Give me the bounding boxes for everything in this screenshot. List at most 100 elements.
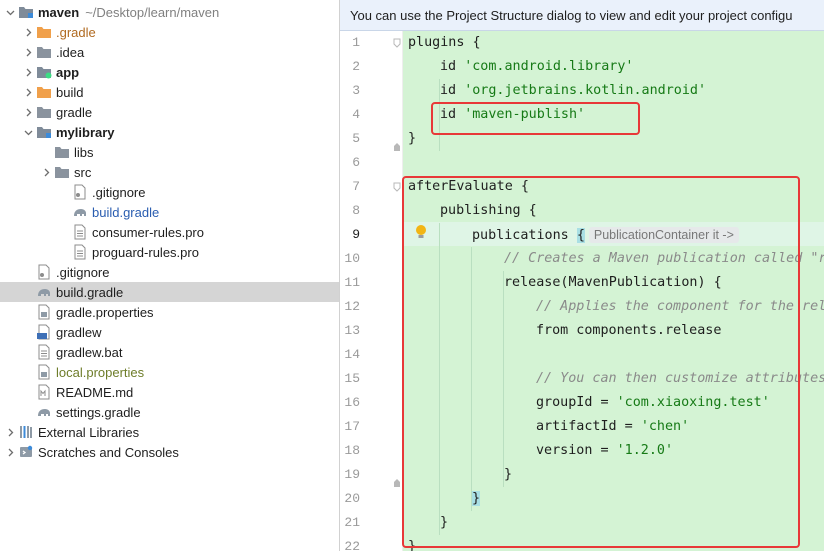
code-line-8: publishing { [440, 203, 537, 218]
tree-item-app[interactable]: app [0, 62, 339, 82]
text-file-icon [72, 244, 88, 260]
tree-item-idea[interactable]: .idea [0, 42, 339, 62]
code-line-7: afterEvaluate { [408, 179, 529, 194]
line-number: 21 [344, 515, 360, 530]
tree-root-label: maven [38, 4, 80, 20]
code-line-15: // You can then customize attributes [536, 371, 824, 386]
gradle-elephant-icon [36, 404, 52, 420]
tree-item-label: gradle [56, 104, 93, 120]
tree-item-label: app [56, 64, 80, 80]
line-number: 14 [344, 347, 360, 362]
chevron-right-icon[interactable] [4, 422, 16, 442]
tree-item-scratches[interactable]: Scratches and Consoles [0, 442, 339, 462]
tree-item-label: .idea [56, 44, 85, 60]
code-line-10: // Creates a Maven publication called "r [504, 251, 824, 266]
code-editor[interactable]: You can use the Project Structure dialog… [340, 0, 824, 551]
gradle-elephant-icon [72, 204, 88, 220]
tree-item-gradle-folder[interactable]: gradle [0, 102, 339, 122]
code-area[interactable] [403, 31, 824, 551]
tree-item-label: proguard-rules.pro [92, 244, 199, 260]
tree-item-build-folder[interactable]: build [0, 82, 339, 102]
banner-text: You can use the Project Structure dialog… [350, 7, 793, 23]
tree-item-label: .gitignore [56, 264, 110, 280]
line-number: 12 [344, 299, 360, 314]
chevron-right-icon[interactable] [40, 162, 52, 182]
code-line-3: id 'org.jetbrains.kotlin.android' [440, 83, 707, 98]
tree-item-mylibrary-build-gradle[interactable]: build.gradle [0, 202, 339, 222]
tree-item-gradle-properties[interactable]: gradle.properties [0, 302, 339, 322]
code-line-13: from components.release [536, 323, 722, 338]
code-line-19: } [504, 467, 513, 482]
editor-gutter[interactable]: 1 2 3 4 5 6 7 8 9 10 11 12 13 14 15 16 1… [340, 31, 394, 551]
panel-divider[interactable] [339, 0, 340, 551]
tree-item-proguard-rules[interactable]: proguard-rules.pro [0, 242, 339, 262]
line-number: 8 [352, 203, 360, 218]
tree-item-src[interactable]: src [0, 162, 339, 182]
line-number: 2 [352, 59, 360, 74]
code-line-20: } [472, 487, 481, 511]
line-number: 16 [344, 395, 360, 410]
fold-marker-icon[interactable] [393, 38, 401, 48]
tree-item-libs[interactable]: libs [0, 142, 339, 162]
code-line-5: } [408, 131, 417, 146]
script-file-icon [36, 324, 52, 340]
line-number: 19 [344, 467, 360, 482]
code-line-2: id 'com.android.library' [440, 59, 634, 74]
code-line-11: release(MavenPublication) { [504, 275, 722, 290]
tree-item-gradlew[interactable]: gradlew [0, 322, 339, 342]
code-line-21: } [440, 515, 449, 530]
tree-item-label: .gitignore [92, 184, 146, 200]
markdown-file-icon [36, 384, 52, 400]
tree-item-label: build.gradle [92, 204, 160, 220]
gitignore-file-icon [36, 264, 52, 280]
tree-item-label: gradlew.bat [56, 344, 123, 360]
tree-item-root-build-gradle[interactable]: build.gradle [0, 282, 339, 302]
chevron-right-icon[interactable] [22, 22, 34, 42]
tree-item-label: gradle.properties [56, 304, 154, 320]
line-number: 22 [344, 539, 360, 551]
chevron-right-icon[interactable] [22, 82, 34, 102]
library-icon [18, 424, 34, 440]
tree-item-mylibrary[interactable]: mylibrary [0, 122, 339, 142]
tree-item-label: build [56, 84, 84, 100]
tree-item-settings-gradle[interactable]: settings.gradle [0, 402, 339, 422]
line-number: 3 [352, 83, 360, 98]
chevron-right-icon[interactable] [22, 62, 34, 82]
tree-item-consumer-rules[interactable]: consumer-rules.pro [0, 222, 339, 242]
tree-item-label: settings.gradle [56, 404, 141, 420]
highlight-box-after-evaluate [402, 176, 800, 548]
code-line-1: plugins { [408, 35, 481, 50]
tree-item-gradlew-bat[interactable]: gradlew.bat [0, 342, 339, 362]
chevron-down-icon[interactable] [4, 2, 16, 22]
fold-end-icon[interactable] [393, 142, 401, 152]
tree-item-external-libraries[interactable]: External Libraries [0, 422, 339, 442]
tree-item-root-gitignore[interactable]: .gitignore [0, 262, 339, 282]
tree-root-maven[interactable]: maven ~/Desktop/learn/maven [0, 2, 339, 22]
code-line-12: // Applies the component for the rel [536, 299, 824, 314]
excluded-folder-icon [36, 84, 52, 100]
brace-match-highlight: } [472, 491, 481, 506]
android-module-folder-icon [36, 64, 52, 80]
chevron-right-icon[interactable] [22, 102, 34, 122]
fold-marker-icon[interactable] [393, 182, 401, 192]
tree-item-dot-gradle[interactable]: .gradle [0, 22, 339, 42]
library-module-folder-icon [36, 124, 52, 140]
code-line-16: groupId = 'com.xiaoxing.test' [536, 395, 770, 410]
tree-item-label: local.properties [56, 364, 145, 380]
text-file-icon [72, 224, 88, 240]
chevron-right-icon[interactable] [22, 42, 34, 62]
tree-item-label: consumer-rules.pro [92, 224, 204, 240]
tree-item-readme[interactable]: README.md [0, 382, 339, 402]
tree-item-label: External Libraries [38, 424, 140, 440]
lightbulb-icon[interactable] [414, 223, 428, 241]
batch-file-icon [36, 344, 52, 360]
fold-end-icon[interactable] [393, 478, 401, 488]
tree-item-mylibrary-gitignore[interactable]: .gitignore [0, 182, 339, 202]
project-structure-banner[interactable]: You can use the Project Structure dialog… [340, 0, 824, 31]
tree-item-local-properties[interactable]: local.properties [0, 362, 339, 382]
code-line-17: artifactId = 'chen' [536, 419, 690, 434]
chevron-down-icon[interactable] [22, 122, 34, 142]
chevron-right-icon[interactable] [4, 442, 16, 462]
line-number: 1 [352, 35, 360, 50]
excluded-folder-icon [36, 24, 52, 40]
